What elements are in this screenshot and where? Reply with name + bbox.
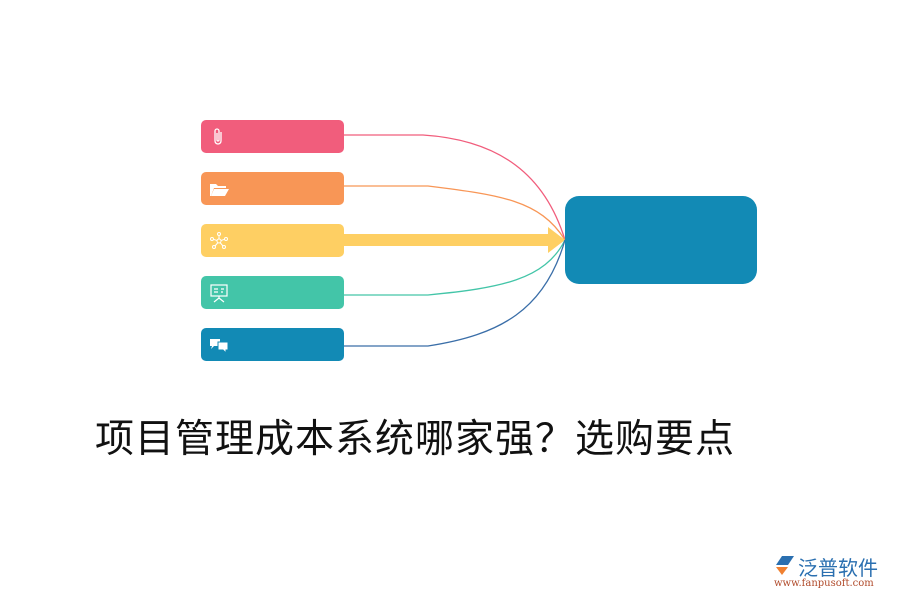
- connector-line-1: [344, 134, 566, 241]
- page-title: 项目管理成本系统哪家强？选购要点: [95, 417, 736, 462]
- fanpu-logo-icon: [776, 556, 794, 575]
- source-node-chat: [201, 328, 344, 361]
- folder-icon: [210, 184, 229, 196]
- chat-bubbles-icon: [210, 339, 229, 355]
- source-node-presentation: [201, 276, 344, 309]
- network-icon: [210, 232, 228, 249]
- connector-line-4: [344, 239, 566, 296]
- highlight-arrow-head: [548, 227, 565, 253]
- presentation-board-icon: [210, 284, 228, 303]
- source-node-network: [201, 224, 344, 257]
- highlight-arrow-shaft: [344, 234, 549, 246]
- paperclip-icon: [214, 128, 222, 145]
- source-node-folder: [201, 172, 344, 205]
- source-node-attachment: [201, 120, 344, 153]
- logo-url: www.fanpusoft.com: [774, 578, 874, 589]
- target-node: [565, 196, 757, 284]
- brand-logo: 泛普软件 www.fanpusoft.com: [770, 552, 895, 594]
- connector-line-2: [344, 185, 566, 241]
- logo-name: 泛普软件: [798, 556, 878, 580]
- connector-line-5: [344, 239, 566, 347]
